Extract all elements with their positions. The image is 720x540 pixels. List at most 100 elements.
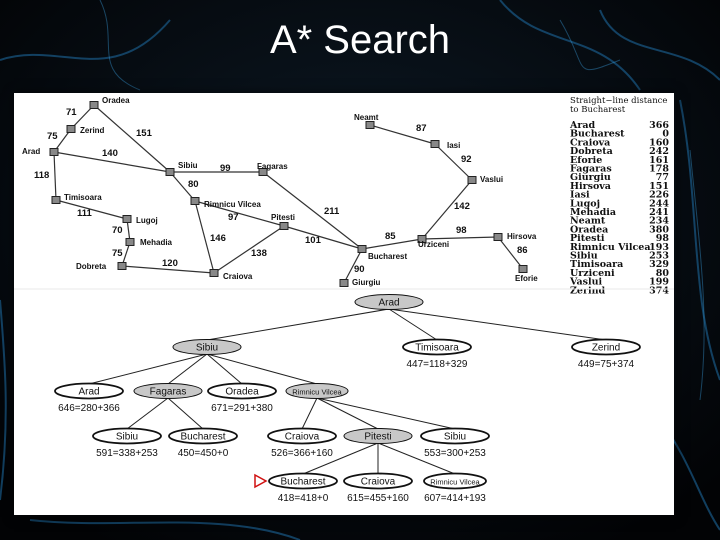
city-marker-timisoara <box>51 196 61 204</box>
sld-city-name: Iasi <box>570 190 590 201</box>
tree-node-n13 <box>268 472 338 490</box>
city-label-arad: Arad <box>22 147 40 156</box>
city-marker-urziceni <box>417 235 427 243</box>
city-marker-vaslui <box>467 176 477 184</box>
road-distance-label: 101 <box>305 235 322 246</box>
sld-city-value: 380 <box>649 224 669 235</box>
city-marker-giurgiu <box>339 279 349 287</box>
city-marker-hirsova <box>493 233 503 241</box>
goal-marker-icon <box>254 473 268 489</box>
sld-city-value: 151 <box>649 181 669 192</box>
tree-node-label: Sibiu <box>116 432 138 443</box>
tree-node-n9 <box>168 427 238 445</box>
sld-city-name: Pitesti <box>570 233 605 244</box>
tree-edge <box>206 353 243 385</box>
tree-node-f-value: 607=414+193 <box>424 493 486 504</box>
tree-edge <box>167 397 204 430</box>
road-distance-label: 120 <box>162 258 178 269</box>
tree-edge <box>377 442 456 475</box>
tree-node-n12 <box>420 427 490 445</box>
road-distance-label: 99 <box>220 163 231 174</box>
sld-city-value: 199 <box>649 277 669 288</box>
city-label-giurgiu: Giurgiu <box>352 278 381 287</box>
tree-node-label: Sibiu <box>444 432 466 443</box>
sld-city-name: Giurgiu <box>570 172 611 183</box>
road-urziceni-hirsova <box>421 236 499 240</box>
city-label-craiova: Craiova <box>223 272 253 281</box>
road-distance-label: 86 <box>517 245 528 256</box>
tree-node-f-value: 646=280+366 <box>58 403 120 414</box>
sld-city-name: Zerind <box>570 285 606 296</box>
tree-node-f-value: 450=450+0 <box>178 448 229 459</box>
road-distance-label: 211 <box>324 206 340 217</box>
sld-city-name: Neamt <box>570 216 606 227</box>
sld-city-value: 193 <box>649 242 669 253</box>
city-marker-oradea <box>89 101 99 109</box>
road-craiova-pitesti <box>213 225 285 274</box>
sld-city-name: Vaslui <box>569 277 603 288</box>
sld-city-value: 0 <box>662 129 669 140</box>
tree-edge <box>388 308 438 341</box>
road-bucharest-urziceni <box>361 238 423 250</box>
tree-node-n8 <box>92 427 162 445</box>
tree-node-f-value: 447=118+329 <box>407 359 468 370</box>
tree-edge <box>388 308 607 341</box>
road-arad-sibiu <box>53 151 171 173</box>
city-marker-neamt <box>365 121 375 129</box>
city-label-mehadia: Mehadia <box>140 238 173 247</box>
sld-city-value: 241 <box>649 207 669 218</box>
road-distance-label: 87 <box>416 123 427 134</box>
sld-city-value: 160 <box>649 137 669 148</box>
city-marker-eforie <box>518 265 528 273</box>
city-marker-sibiu <box>165 168 175 176</box>
tree-node-n7 <box>285 383 349 399</box>
road-distance-label: 151 <box>136 128 153 139</box>
city-label-sibiu: Sibiu <box>178 161 198 170</box>
city-label-lugoj: Lugoj <box>136 216 158 225</box>
road-urziceni-vaslui <box>421 179 473 240</box>
road-arad-timisoara <box>53 151 57 201</box>
city-marker-bucharest <box>357 245 367 253</box>
city-label-dobreta: Dobreta <box>76 262 107 271</box>
city-marker-lugoj <box>122 215 132 223</box>
tree-edge <box>316 397 379 430</box>
slide-title: A* Search <box>269 18 451 62</box>
city-marker-craiova <box>209 269 219 277</box>
tree-node-n2 <box>402 338 472 356</box>
sld-heading-line2: to Bucharest <box>570 105 626 115</box>
tree-node-n0 <box>354 294 424 310</box>
city-label-timisoara: Timisoara <box>64 193 102 202</box>
tree-node-label: Sibiu <box>196 343 218 354</box>
sld-heading-line1: Straight−line distance <box>570 96 667 106</box>
city-marker-pitesti <box>279 222 289 230</box>
city-label-hirsova: Hirsova <box>507 232 537 241</box>
road-distance-label: 92 <box>461 154 472 165</box>
tree-node-n3 <box>571 338 641 356</box>
road-distance-label: 138 <box>251 248 267 259</box>
city-marker-dobreta <box>117 262 127 270</box>
tree-node-f-value: 418=418+0 <box>278 493 329 504</box>
sld-city-name: Timisoara <box>570 259 623 270</box>
road-distance-label: 90 <box>354 264 365 275</box>
road-distance-label: 75 <box>47 131 58 142</box>
sld-city-value: 374 <box>649 285 669 296</box>
road-pitesti-bucharest <box>283 225 363 250</box>
sld-city-value: 253 <box>649 251 669 262</box>
sld-city-value: 242 <box>649 146 669 157</box>
sld-city-value: 178 <box>649 164 669 175</box>
tree-node-n4 <box>54 382 124 400</box>
road-fagaras-bucharest <box>262 171 363 250</box>
city-marker-iasi <box>430 140 440 148</box>
tree-node-n11 <box>343 428 413 444</box>
sld-city-value: 98 <box>656 233 670 244</box>
road-distance-label: 98 <box>456 225 467 236</box>
road-distance-label: 70 <box>112 225 123 236</box>
road-sibiu-rimnicu <box>169 171 196 202</box>
city-marker-mehadia <box>125 238 135 246</box>
tree-node-n6 <box>207 382 277 400</box>
city-label-eforie: Eforie <box>515 274 538 283</box>
road-distance-label: 111 <box>77 208 93 219</box>
sld-city-value: 244 <box>649 198 669 209</box>
city-label-oradea: Oradea <box>102 96 130 105</box>
sld-city-name: Craiova <box>570 137 610 148</box>
